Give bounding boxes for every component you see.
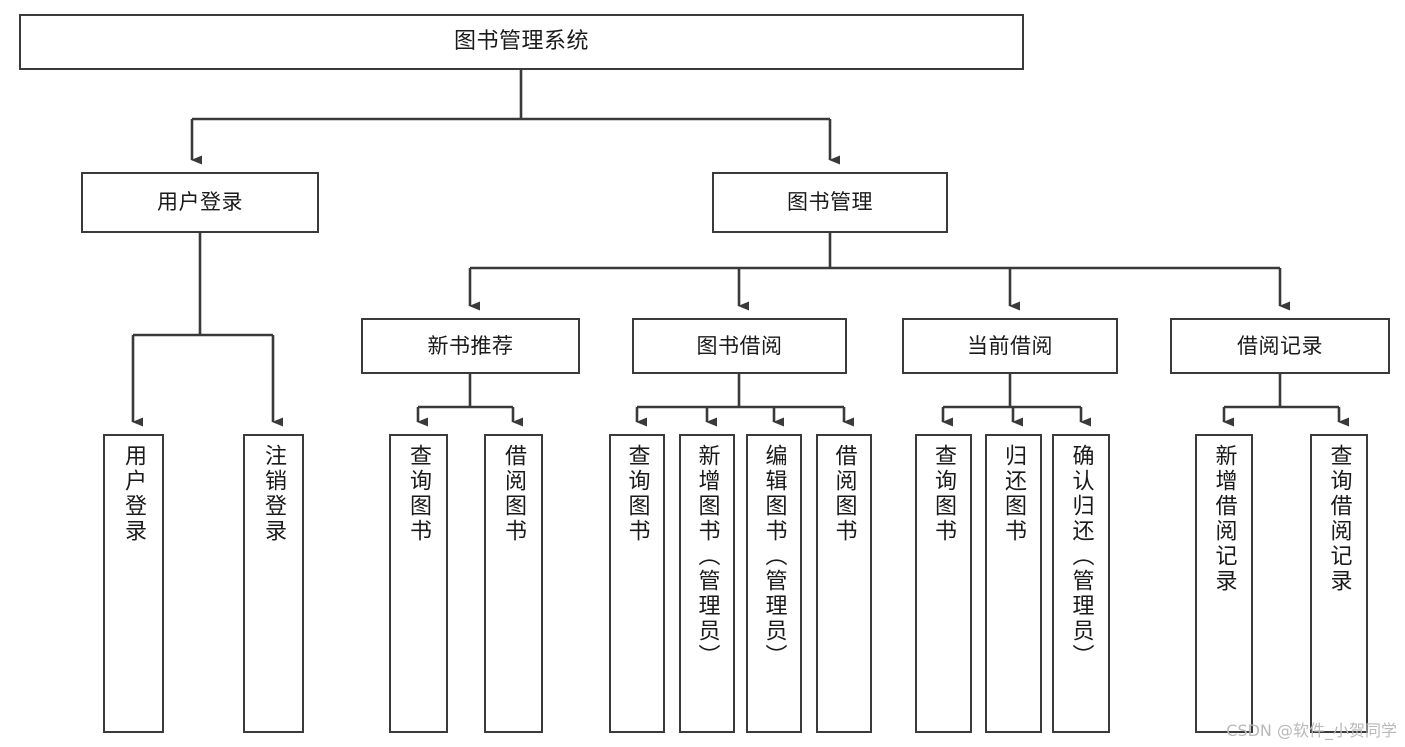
node-label: 图书管理	[787, 190, 873, 215]
node-leaf-query-book-current[interactable]: 查询图书	[915, 434, 972, 733]
node-label: 确认归还（管理员）	[1068, 444, 1094, 669]
node-leaf-edit-book-admin[interactable]: 编辑图书（管理员）	[746, 434, 802, 733]
node-label: 当前借阅	[967, 333, 1053, 358]
node-label: 借阅记录	[1237, 333, 1323, 358]
node-leaf-query-borrow-record[interactable]: 查询借阅记录	[1310, 434, 1368, 733]
node-label: 查询图书	[624, 444, 650, 544]
node-label: 借阅图书	[501, 444, 527, 544]
node-label: 借阅图书	[831, 444, 857, 544]
node-current-borrow[interactable]: 当前借阅	[902, 318, 1118, 374]
node-label: 编辑图书（管理员）	[761, 444, 787, 669]
watermark-text: CSDN @软件_小贺同学	[1226, 721, 1397, 740]
node-label: 新增图书（管理员）	[694, 444, 720, 669]
node-borrow-record[interactable]: 借阅记录	[1170, 318, 1390, 374]
node-leaf-add-book-admin[interactable]: 新增图书（管理员）	[679, 434, 735, 733]
node-leaf-user-logout[interactable]: 注销登录	[243, 434, 304, 733]
node-leaf-borrow-book[interactable]: 借阅图书	[816, 434, 872, 733]
node-leaf-query-book-borrow[interactable]: 查询图书	[609, 434, 665, 733]
node-label: 用户登录	[121, 444, 147, 544]
node-label: 查询图书	[931, 444, 957, 544]
node-root-book-management-system[interactable]: 图书管理系统	[19, 14, 1024, 70]
node-book-management[interactable]: 图书管理	[712, 172, 948, 233]
node-new-book-recommend[interactable]: 新书推荐	[361, 318, 580, 374]
node-leaf-query-book-rec[interactable]: 查询图书	[389, 434, 448, 733]
node-label: 查询图书	[406, 444, 432, 544]
node-book-borrow[interactable]: 图书借阅	[632, 318, 847, 374]
node-label: 用户登录	[157, 190, 243, 215]
node-label: 图书借阅	[696, 333, 783, 358]
node-leaf-user-login[interactable]: 用户登录	[103, 434, 164, 733]
node-leaf-return-book[interactable]: 归还图书	[985, 434, 1042, 733]
node-label: 查询借阅记录	[1326, 444, 1352, 594]
node-label: 新增借阅记录	[1211, 444, 1237, 594]
node-label: 新书推荐	[427, 333, 514, 358]
node-label: 归还图书	[1001, 444, 1027, 544]
node-leaf-borrow-book-rec[interactable]: 借阅图书	[484, 434, 543, 733]
node-label: 图书管理系统	[453, 29, 589, 55]
node-leaf-add-borrow-record[interactable]: 新增借阅记录	[1195, 434, 1253, 733]
node-leaf-confirm-return-admin[interactable]: 确认归还（管理员）	[1052, 434, 1110, 733]
node-user-login[interactable]: 用户登录	[81, 172, 319, 233]
node-label: 注销登录	[261, 444, 287, 544]
